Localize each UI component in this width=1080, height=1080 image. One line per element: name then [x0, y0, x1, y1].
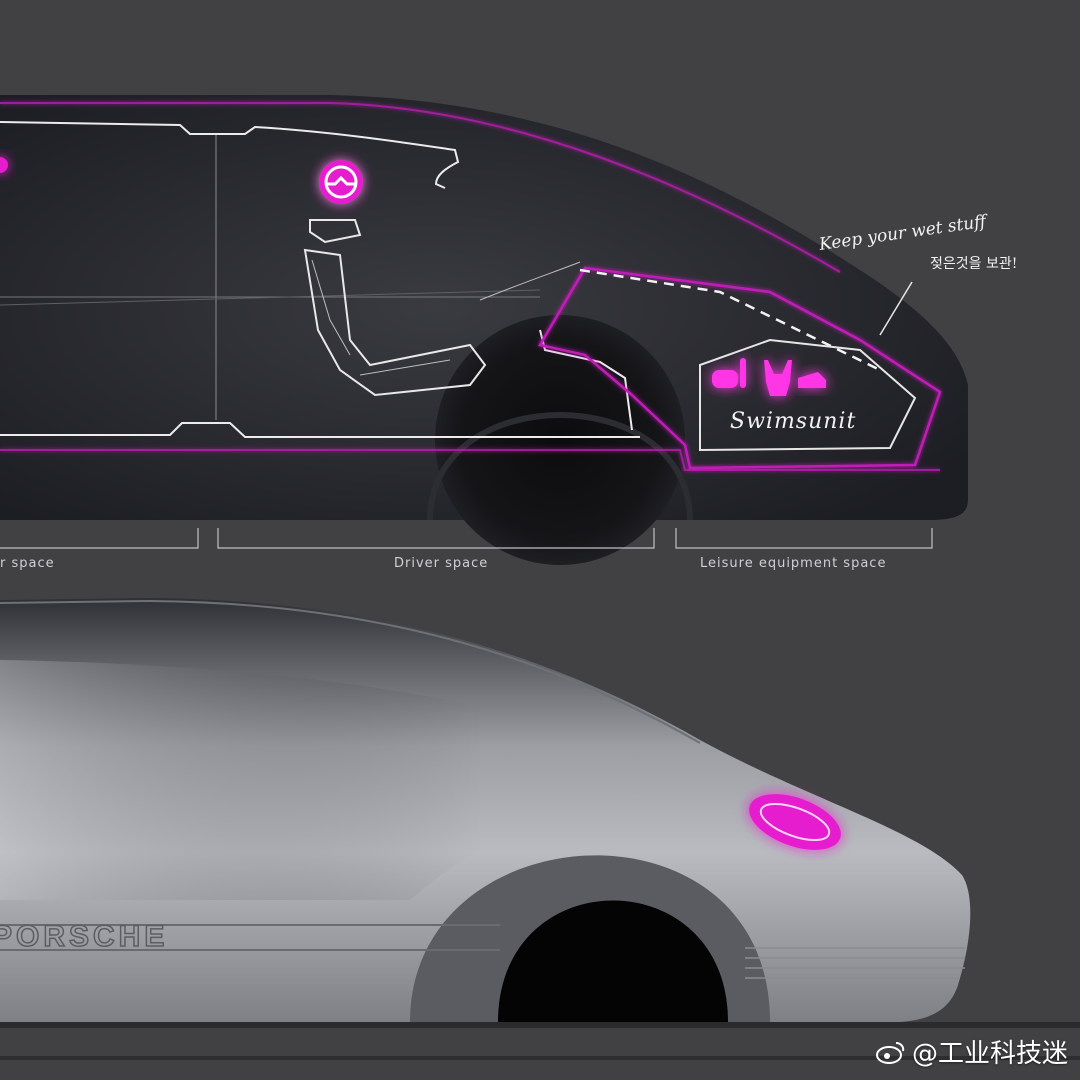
- snorkel-mask-icon: [712, 358, 746, 388]
- bracket-passenger: [0, 528, 199, 549]
- ground-shadow: [0, 1022, 1080, 1028]
- trunk-line: [479, 261, 581, 301]
- belt-line-2: [0, 289, 541, 306]
- annotation-pointer: [879, 281, 913, 336]
- cabin-roof: [0, 121, 460, 189]
- exterior-render: PORSCHE: [0, 598, 1080, 1060]
- segment-label-driver: Driver space: [394, 556, 488, 571]
- storage-box: [699, 338, 917, 452]
- rear-glow-icon: [0, 157, 8, 173]
- bracket-leisure: [675, 528, 933, 549]
- watermark-text: @工业科技迷: [911, 1039, 1068, 1069]
- annotation-line-2: 젖은것을 보관!: [930, 256, 1017, 272]
- steering-wheel-icon: [319, 160, 363, 204]
- watermark: @工业科技迷: [875, 1033, 1068, 1070]
- leisure-compartment-outline: [538, 266, 942, 470]
- weibo-icon: [875, 1041, 905, 1064]
- exterior-highlight: [0, 660, 690, 900]
- cabin-glow-outline: [0, 102, 940, 471]
- segment-brackets: [0, 528, 933, 549]
- bracket-driver: [217, 528, 655, 549]
- annotation-line-1: Keep your wet stuff: [817, 211, 990, 255]
- interior-section-view: Swimsunit Keep your wet stuff 젖은것을 보관!: [0, 95, 1017, 565]
- compartment-label: Swimsunit: [730, 409, 856, 434]
- ground-line: [0, 1056, 1080, 1060]
- top-wheel-arch: [427, 412, 693, 521]
- driver-seat: [303, 219, 487, 397]
- side-stripe: [0, 924, 965, 979]
- side-brand-lettering: PORSCHE: [0, 920, 168, 953]
- rear-bulkhead: [539, 329, 633, 431]
- swimsuit-icon: [764, 360, 792, 396]
- segment-label-leisure: Leisure equipment space: [700, 556, 886, 571]
- cabin-floor: [0, 422, 640, 438]
- exterior-wheel-well: [498, 900, 728, 1022]
- roof-edge-light: [0, 599, 701, 744]
- seat-detail: [311, 259, 451, 376]
- hatch-glow-light: [749, 794, 841, 850]
- storage-lid-dashes: [579, 268, 881, 372]
- top-car-body: [0, 95, 968, 520]
- shoe-icon: [798, 372, 826, 388]
- segment-label-passenger: r space: [0, 556, 55, 571]
